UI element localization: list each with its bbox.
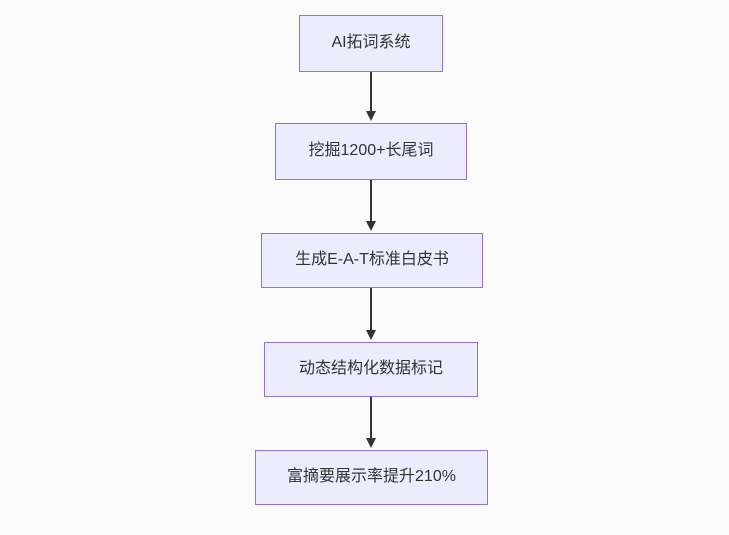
flow-node-label: AI拓词系统	[331, 34, 411, 52]
flow-node-label: 挖掘1200+长尾词	[308, 142, 434, 160]
flow-node-longtail-mining: 挖掘1200+长尾词	[275, 123, 467, 180]
edge-arrow-4	[365, 397, 377, 448]
flow-node-label: 生成E-A-T标准白皮书	[295, 251, 449, 269]
flow-node-rich-snippet-result: 富摘要展示率提升210%	[255, 450, 488, 505]
flow-node-eat-whitepaper: 生成E-A-T标准白皮书	[261, 233, 483, 288]
edge-arrow-3	[365, 288, 377, 340]
edge-arrow-1	[365, 72, 377, 121]
edge-arrow-2	[365, 180, 377, 231]
arrowhead-down-icon	[366, 330, 376, 340]
arrowhead-down-icon	[366, 221, 376, 231]
edge-line	[370, 72, 372, 112]
flow-node-structured-data-markup: 动态结构化数据标记	[264, 342, 478, 397]
edge-line	[370, 288, 372, 331]
arrowhead-down-icon	[366, 438, 376, 448]
edge-line	[370, 397, 372, 439]
arrowhead-down-icon	[366, 111, 376, 121]
edge-line	[370, 180, 372, 222]
flow-node-label: 富摘要展示率提升210%	[287, 468, 456, 486]
flow-node-label: 动态结构化数据标记	[298, 360, 443, 378]
flow-node-ai-keyword-system: AI拓词系统	[299, 15, 443, 72]
